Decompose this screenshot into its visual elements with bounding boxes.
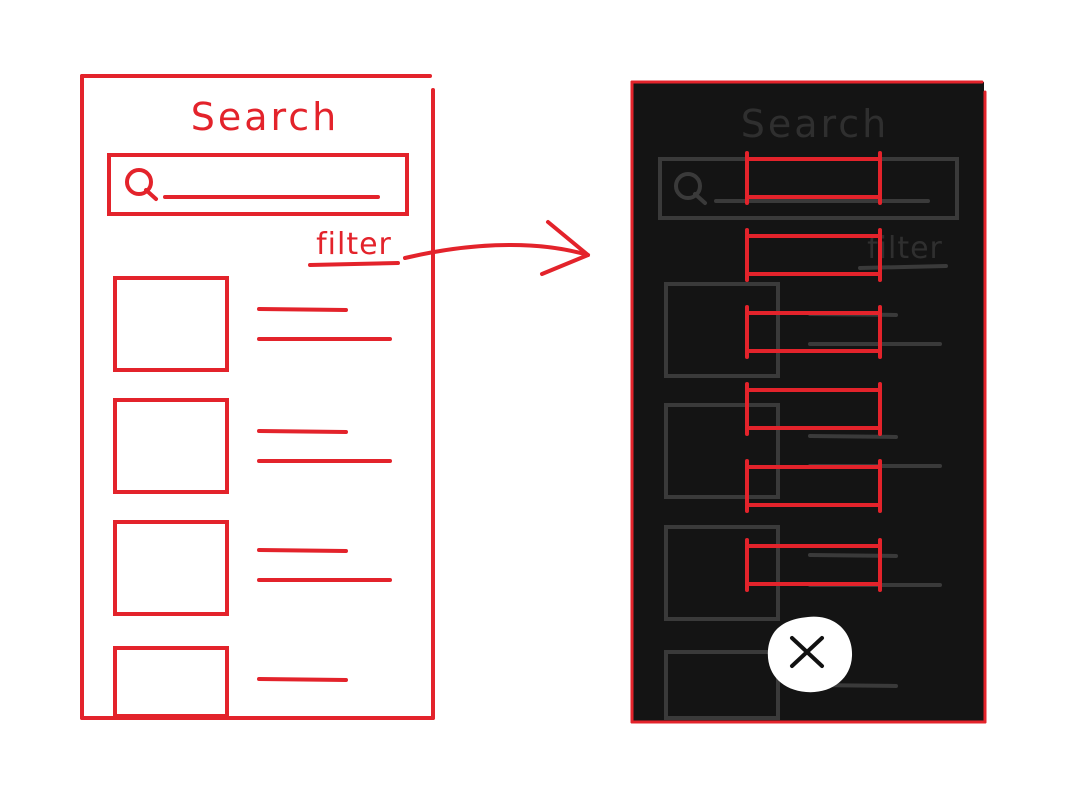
before-result-row[interactable] — [113, 520, 392, 616]
filter-option[interactable] — [745, 305, 882, 359]
result-thumbnail — [113, 276, 229, 372]
before-filter-underline — [308, 261, 400, 267]
filter-option[interactable] — [745, 459, 882, 513]
before-title: Search — [191, 95, 340, 139]
arrow-right-icon — [403, 220, 590, 276]
filter-option[interactable] — [745, 228, 882, 282]
before-result-row[interactable] — [113, 398, 392, 494]
result-line-short — [257, 548, 348, 553]
result-line-short — [257, 307, 348, 312]
result-thumbnail — [113, 520, 229, 616]
before-screen: Search filter — [80, 74, 435, 720]
search-icon — [125, 168, 158, 201]
before-filter-label: filter — [316, 227, 392, 262]
close-button[interactable] — [767, 616, 853, 693]
close-icon — [790, 636, 824, 668]
filter-option[interactable] — [745, 151, 882, 205]
dark-overlay[interactable] — [632, 82, 984, 722]
result-line-short — [257, 677, 348, 682]
before-filter-link[interactable]: filter — [308, 227, 400, 267]
result-thumbnail — [113, 646, 229, 718]
before-result-row[interactable] — [113, 276, 392, 372]
after-screen: Search filter — [630, 80, 987, 724]
before-result-row[interactable] — [113, 646, 348, 718]
result-thumbnail — [113, 398, 229, 494]
result-line-short — [257, 429, 348, 434]
after-phone-frame — [630, 80, 987, 724]
after-title: Search — [741, 102, 890, 146]
search-icon — [674, 172, 707, 205]
filter-option[interactable] — [745, 538, 882, 592]
filter-option[interactable] — [745, 382, 882, 436]
before-search-bar[interactable] — [107, 153, 409, 216]
